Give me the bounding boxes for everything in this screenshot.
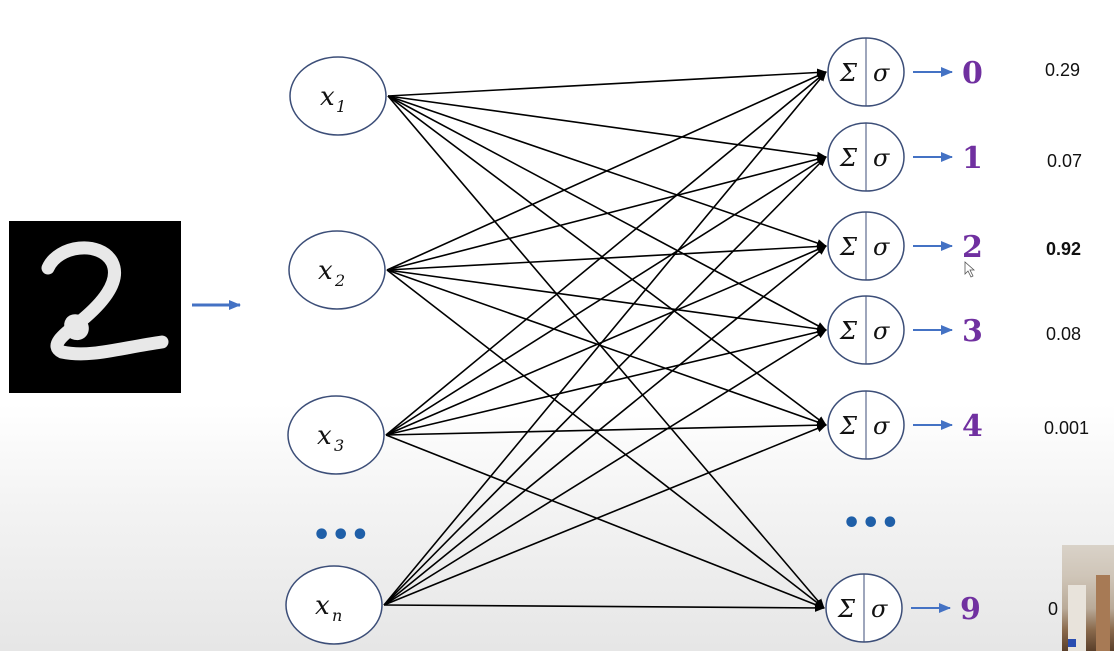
edge-1-3 <box>386 269 827 333</box>
edge-0-5 <box>387 95 825 609</box>
edge-3-1 <box>383 156 827 606</box>
output-prob-0: 0.29 <box>1045 60 1080 80</box>
input-node-n-label: x <box>315 591 330 621</box>
input-node-1: x 1 <box>289 56 387 136</box>
mouse-cursor-icon <box>964 261 976 278</box>
output-digit-2: 2 <box>962 230 983 265</box>
output-prob-3: 0.08 <box>1046 324 1081 344</box>
webcam-frame <box>1096 575 1110 651</box>
webcam-blue-object <box>1068 639 1076 647</box>
input-node-3-label: x <box>317 421 332 451</box>
edge-0-1 <box>387 95 827 160</box>
input-ellipsis: ••• <box>312 518 370 553</box>
sigma-symbol: σ <box>871 595 888 623</box>
output-digit-4: 4 <box>962 409 983 444</box>
output-digit-1: 1 <box>962 141 983 176</box>
input-node-n-sub: n <box>332 606 342 625</box>
output-digit-0: 0 <box>962 56 983 91</box>
webcam-overlay <box>1062 545 1114 651</box>
edge-3-4 <box>383 424 827 606</box>
input-node-3: x 3 <box>287 395 385 475</box>
input-node-2: x 2 <box>288 230 386 310</box>
edge-1-5 <box>386 269 825 609</box>
edge-1-2 <box>386 242 827 271</box>
output-node-2: Σ σ 2 0.92 <box>827 211 1081 281</box>
input-node-2-label: x <box>318 256 333 286</box>
edge-2-4 <box>385 421 827 436</box>
sigma-symbol: σ <box>873 59 890 87</box>
edge-0-4 <box>387 95 827 426</box>
edge-2-3 <box>385 328 827 436</box>
edge-1-1 <box>386 155 827 271</box>
connection-edges <box>383 68 827 612</box>
output-node-4: Σ σ 4 0.001 <box>827 390 1089 460</box>
output-node-1: Σ σ 1 0.07 <box>827 122 1082 192</box>
output-node-3: Σ σ 3 0.08 <box>827 295 1081 365</box>
output-ellipsis: ••• <box>842 506 900 541</box>
output-prob-4: 0.001 <box>1044 418 1089 438</box>
sum-symbol: Σ <box>839 233 858 261</box>
sigma-symbol: σ <box>873 233 890 261</box>
sum-symbol: Σ <box>839 412 858 440</box>
edge-1-0 <box>386 71 827 271</box>
webcam-background <box>1068 585 1086 651</box>
edge-2-2 <box>385 245 827 436</box>
edge-2-5 <box>385 434 825 609</box>
edge-3-0 <box>383 71 827 606</box>
sigma-symbol: σ <box>873 144 890 172</box>
edge-0-0 <box>387 68 827 97</box>
edge-1-4 <box>386 269 827 426</box>
input-node-1-sub: 1 <box>336 97 346 116</box>
input-node-2-sub: 2 <box>334 271 345 290</box>
output-prob-2: 0.92 <box>1046 239 1081 259</box>
input-node-3-sub: 3 <box>334 436 344 455</box>
mnist-digit-image <box>9 221 181 393</box>
output-prob-9: 0 <box>1048 599 1058 619</box>
sum-symbol: Σ <box>839 317 858 345</box>
edge-3-2 <box>383 245 827 606</box>
edge-3-5 <box>383 603 825 612</box>
sum-symbol: Σ <box>839 59 858 87</box>
sum-symbol: Σ <box>839 144 858 172</box>
edge-2-1 <box>385 156 827 436</box>
edge-3-3 <box>383 329 827 606</box>
output-digit-3: 3 <box>962 314 983 349</box>
sum-symbol: Σ <box>837 595 856 623</box>
sigma-symbol: σ <box>873 317 890 345</box>
input-node-n: x n <box>285 565 383 645</box>
sigma-symbol: σ <box>873 412 890 440</box>
output-digit-9: 9 <box>960 592 981 627</box>
output-prob-1: 0.07 <box>1047 151 1082 171</box>
input-node-1-label: x <box>320 82 335 112</box>
output-node-9: Σ σ 9 0 <box>825 573 1058 643</box>
output-node-0: Σ σ 0 0.29 <box>827 37 1080 107</box>
edge-2-0 <box>385 71 827 436</box>
